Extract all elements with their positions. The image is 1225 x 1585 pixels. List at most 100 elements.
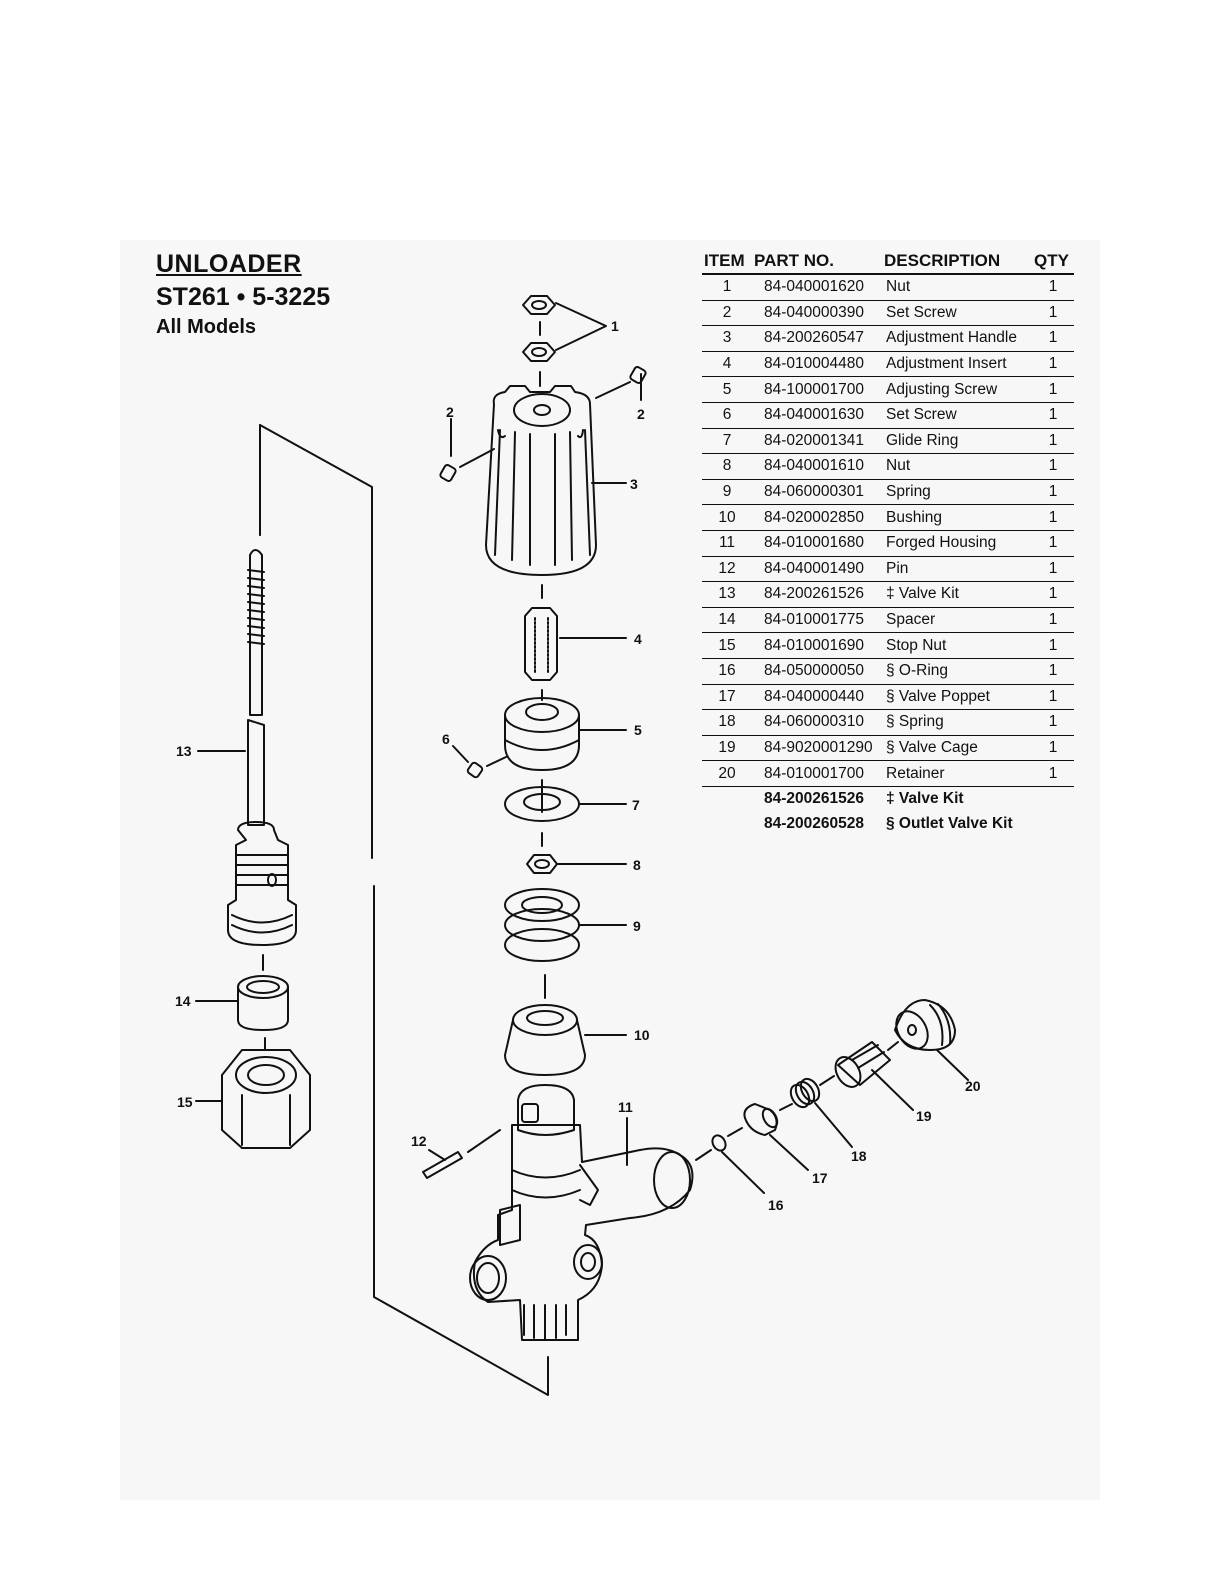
- callout-labels: 1 2 2 3 4 5 6 7 8 9 10 11 12 13 14 15 16…: [175, 318, 981, 1213]
- description-cell: Forged Housing: [882, 530, 1032, 557]
- part-retainer: [887, 999, 969, 1081]
- qty-cell: 1: [1032, 658, 1074, 685]
- description-cell: Nut: [882, 453, 1032, 480]
- part-number-cell: 84-200260547: [752, 325, 882, 352]
- callout-11: 11: [618, 1099, 633, 1115]
- part-number-cell: 84-100001700: [752, 376, 882, 403]
- callout-19: 19: [916, 1108, 932, 1124]
- item-cell: 15: [702, 632, 752, 659]
- callout-8: 8: [633, 857, 641, 873]
- item-cell: 5: [702, 376, 752, 403]
- item-cell: 11: [702, 530, 752, 557]
- kit-qty-blank: [1032, 811, 1074, 836]
- item-cell: 3: [702, 325, 752, 352]
- item-cell: 16: [702, 658, 752, 685]
- qty-cell: 1: [1032, 556, 1074, 583]
- callout-15: 15: [177, 1094, 193, 1110]
- item-cell: 13: [702, 581, 752, 608]
- assembly-bracket: [259, 424, 549, 1396]
- description-cell: Pin: [882, 556, 1032, 583]
- part-number-cell: 84-010001700: [752, 760, 882, 787]
- part-number-cell: 84-200261526: [752, 581, 882, 608]
- kit-description: § Outlet Valve Kit: [886, 814, 1013, 832]
- item-cell: 4: [702, 351, 752, 378]
- description-cell: Adjustment Insert: [882, 351, 1032, 378]
- description-cell: § O-Ring: [882, 658, 1032, 685]
- kit-row: 84-200261526‡ Valve Kit: [702, 786, 1074, 811]
- kit-item-blank: [702, 786, 752, 811]
- part-valve-kit-stem: [197, 549, 297, 946]
- callout-9: 9: [633, 918, 641, 934]
- callout-5: 5: [634, 722, 642, 738]
- part-nut-8: [526, 854, 627, 874]
- callout-10: 10: [634, 1027, 650, 1043]
- callout-18: 18: [851, 1148, 867, 1164]
- qty-cell: 1: [1032, 274, 1074, 301]
- part-set-screw-6: [452, 745, 507, 779]
- part-spring-18: [779, 1077, 853, 1148]
- part-spacer: [195, 954, 289, 1031]
- description-cell: Retainer: [882, 760, 1032, 787]
- kit-part-number: 84-200260528: [764, 814, 864, 832]
- part-number-cell: 84-040001630: [752, 402, 882, 429]
- kit-item-blank: [702, 811, 752, 836]
- part-number-cell: 84-010001680: [752, 530, 882, 557]
- item-cell: 17: [702, 684, 752, 711]
- description-cell: ‡ Valve Kit: [882, 581, 1032, 608]
- description-cell: Glide Ring: [882, 428, 1032, 455]
- header-qty: QTY: [1032, 249, 1074, 275]
- model-number: ST261 • 5-3225: [156, 283, 331, 311]
- qty-cell: 1: [1032, 581, 1074, 608]
- qty-cell: 1: [1032, 376, 1074, 403]
- qty-cell: 1: [1032, 709, 1074, 736]
- part-number-cell: 84-9020001290: [752, 735, 882, 762]
- callout-12: 12: [411, 1133, 427, 1149]
- part-number-cell: 84-060000301: [752, 479, 882, 506]
- qty-cell: 1: [1032, 428, 1074, 455]
- qty-cell: 1: [1032, 684, 1074, 711]
- callout-4: 4: [634, 631, 642, 647]
- callout-14: 14: [175, 993, 191, 1009]
- description-cell: § Spring: [882, 709, 1032, 736]
- qty-cell: 1: [1032, 453, 1074, 480]
- description-cell: Stop Nut: [882, 632, 1032, 659]
- part-forged-housing: [469, 1084, 694, 1341]
- part-number-cell: 84-020002850: [752, 504, 882, 531]
- part-number-cell: 84-010001775: [752, 607, 882, 634]
- callout-13: 13: [176, 743, 192, 759]
- item-cell: 10: [702, 504, 752, 531]
- description-cell: Nut: [882, 274, 1032, 301]
- header-description: DESCRIPTION: [882, 249, 1032, 275]
- item-cell: 19: [702, 735, 752, 762]
- callout-2-left: 2: [446, 404, 454, 420]
- qty-cell: 1: [1032, 504, 1074, 531]
- qty-cell: 1: [1032, 479, 1074, 506]
- item-cell: 2: [702, 300, 752, 327]
- item-cell: 12: [702, 556, 752, 583]
- table-header-row: ITEM PART NO. DESCRIPTION QTY: [702, 249, 1074, 275]
- part-glide-ring: [504, 779, 627, 847]
- qty-cell: 1: [1032, 351, 1074, 378]
- part-number-cell: 84-010004480: [752, 351, 882, 378]
- callout-2-right: 2: [637, 406, 645, 422]
- header-part-no: PART NO.: [752, 249, 882, 275]
- item-cell: 18: [702, 709, 752, 736]
- part-set-screw: [439, 366, 647, 482]
- header-item: ITEM: [702, 249, 752, 275]
- part-number-cell: 84-050000050: [752, 658, 882, 685]
- callout-7: 7: [632, 797, 640, 813]
- part-number-cell: 84-020001341: [752, 428, 882, 455]
- kit-part-number: 84-200261526: [764, 790, 864, 808]
- part-nut-top: [522, 295, 607, 387]
- callout-6: 6: [442, 731, 450, 747]
